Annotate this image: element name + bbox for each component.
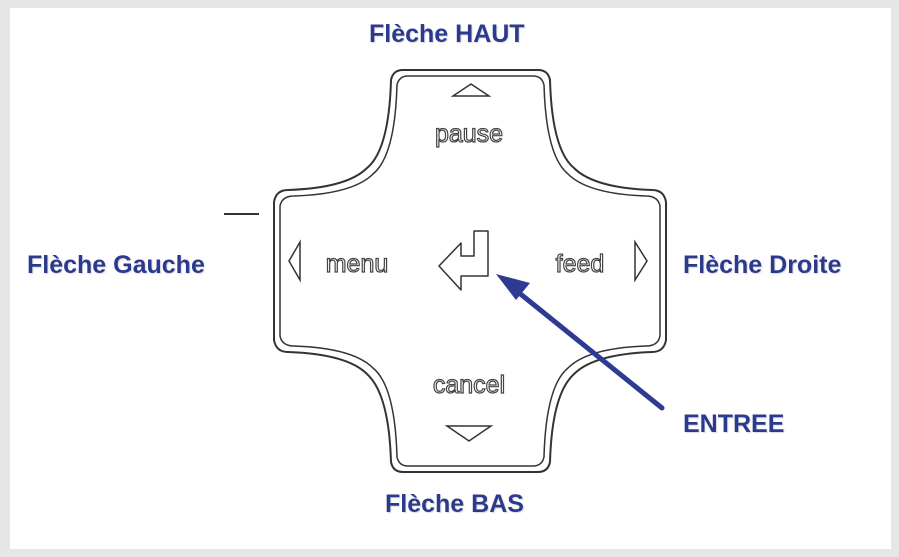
- callout-down-arrow: Flèche BAS: [385, 490, 524, 518]
- callout-enter: ENTREE: [683, 410, 785, 438]
- feed-key-label[interactable]: feed: [555, 249, 605, 278]
- callout-left-arrow: Flèche Gauche: [27, 251, 205, 279]
- dpad-outline-inner: [279, 75, 661, 467]
- enter-arrow-icon[interactable]: [438, 230, 489, 291]
- dpad-diagram: pause cancel menu feed: [224, 69, 667, 473]
- pause-key-label[interactable]: pause: [434, 119, 503, 148]
- pointer-arrow: [496, 274, 665, 411]
- triangle-right-icon[interactable]: [634, 239, 648, 283]
- triangle-up-icon[interactable]: [450, 83, 492, 97]
- callout-right-arrow: Flèche Droite: [683, 251, 842, 279]
- diagram-frame: pause cancel menu feed: [10, 8, 891, 549]
- menu-key-label[interactable]: menu: [325, 249, 389, 278]
- callout-up-arrow: Flèche HAUT: [369, 20, 525, 48]
- cancel-key-label[interactable]: cancel: [432, 370, 505, 399]
- triangle-down-icon[interactable]: [444, 425, 494, 442]
- triangle-left-icon[interactable]: [288, 239, 301, 283]
